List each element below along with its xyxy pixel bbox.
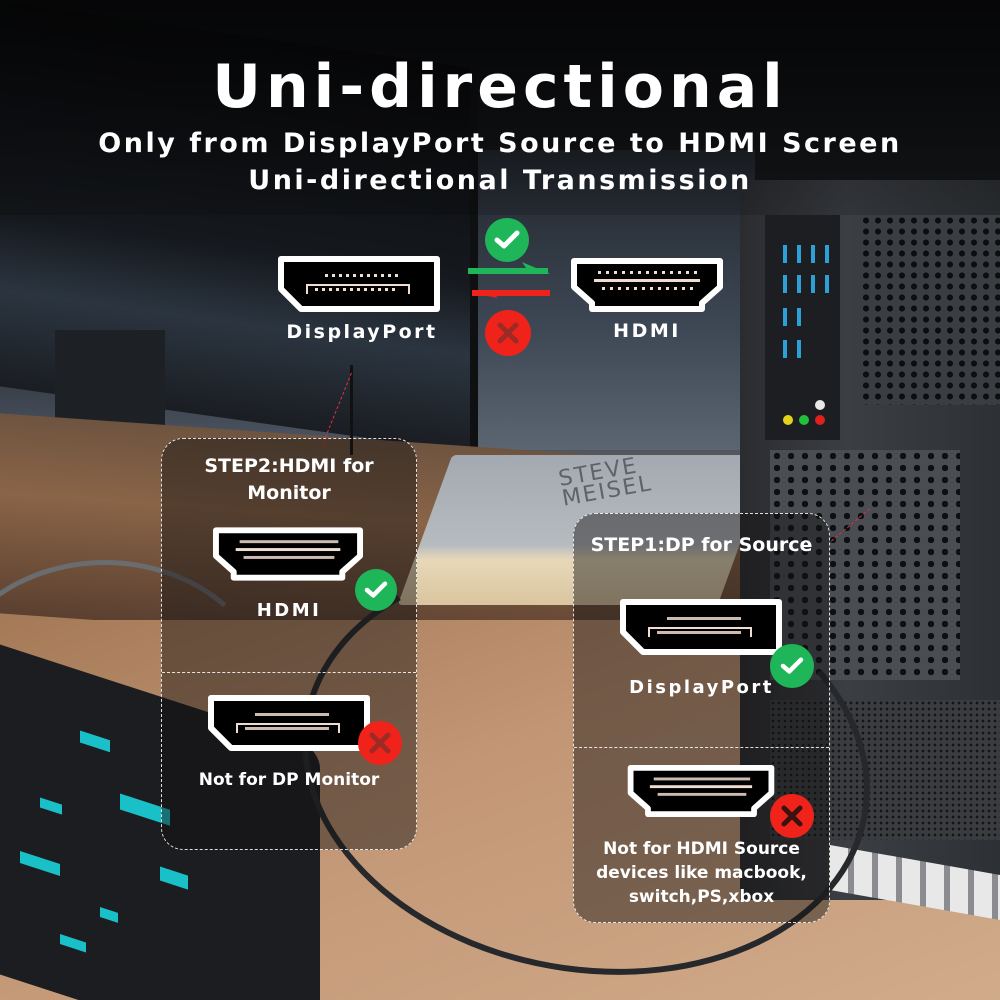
cross-icon <box>369 732 391 754</box>
check-icon <box>364 581 388 598</box>
step1-unsupported-line2: devices like macbook, <box>596 863 807 883</box>
step1-supported-label: DisplayPort <box>629 677 774 698</box>
step2-card: STEP2:HDMI for Monitor HDMI Not for DP M… <box>161 438 417 850</box>
card-divider <box>162 672 416 673</box>
page-title: Uni-directional <box>212 52 788 122</box>
pc-mesh-panel <box>860 215 1000 405</box>
displayport-connector-icon <box>208 695 370 751</box>
target-connector-label: HDMI <box>613 320 681 342</box>
displayport-connector-icon <box>278 256 440 312</box>
dp-supported-badge <box>770 644 814 688</box>
dp-unsupported-badge <box>358 721 402 765</box>
subtitle-line2: Uni-directional Transmission <box>248 165 752 196</box>
hdmi-unsupported-badge <box>770 794 814 838</box>
step1-title: STEP1:DP for Source <box>590 534 813 556</box>
headline-shade <box>0 0 1000 215</box>
cross-icon <box>497 322 519 344</box>
pc-front-io <box>765 215 840 440</box>
forward-supported-badge <box>485 218 529 262</box>
step2-unsupported-label: Not for DP Monitor <box>198 770 380 790</box>
step2-title-line2: Monitor <box>247 482 331 504</box>
hdmi-connector-icon <box>627 764 775 818</box>
pc-expansion-slots <box>770 450 960 680</box>
monitor-cable <box>350 365 353 455</box>
reverse-unsupported-badge <box>485 310 531 356</box>
source-connector-label: DisplayPort <box>286 321 438 343</box>
direction-arrows <box>468 262 550 298</box>
subtitle-line1: Only from DisplayPort Source to HDMI Scr… <box>98 128 902 159</box>
check-icon <box>494 230 520 249</box>
step1-card: STEP1:DP for Source DisplayPort Not for … <box>573 513 830 923</box>
check-icon <box>780 657 804 674</box>
step1-unsupported-line3: switch,PS,xbox <box>628 887 775 907</box>
hdmi-supported-badge <box>355 569 397 611</box>
cable <box>0 560 270 830</box>
hdmi-connector-icon <box>571 258 723 312</box>
step2-title-line1: STEP2:HDMI for <box>204 455 374 477</box>
step2-supported-label: HDMI <box>256 600 322 621</box>
cross-icon <box>781 805 803 827</box>
card-divider <box>574 747 829 748</box>
hdmi-connector-icon <box>212 527 364 581</box>
displayport-connector-icon <box>620 599 782 655</box>
step1-unsupported-line1: Not for HDMI Source <box>603 839 800 859</box>
